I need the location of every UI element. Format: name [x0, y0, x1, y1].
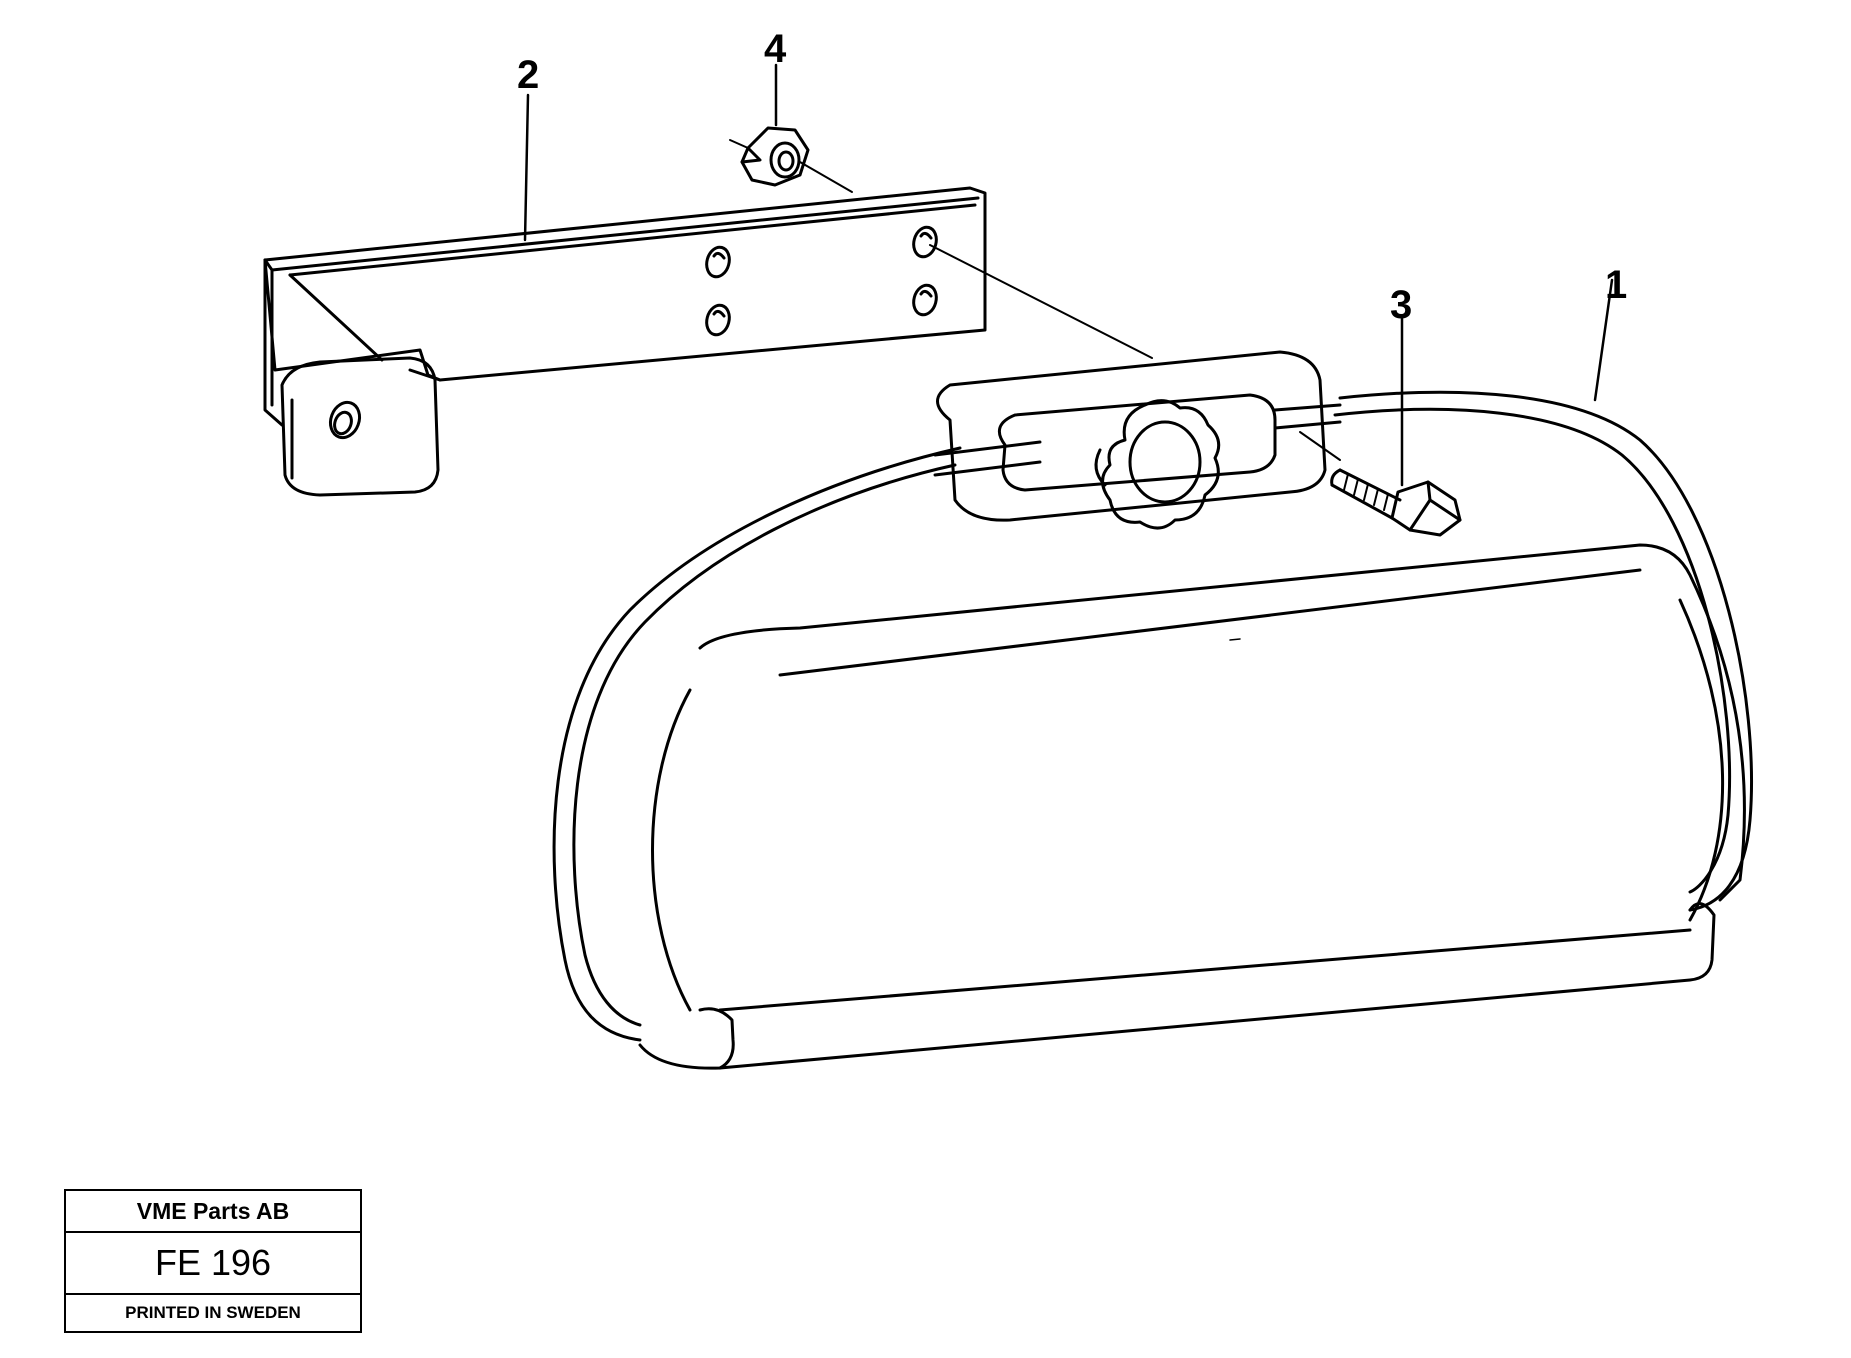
assembly-lines: [799, 161, 1341, 461]
nut-part-4: [729, 126, 810, 187]
callout-1: 1: [1605, 263, 1627, 307]
callout-2: 2: [517, 53, 539, 97]
callout-4: 4: [764, 27, 787, 71]
bracket-part-2: [263, 186, 987, 497]
drawing-code: FE 196: [66, 1233, 360, 1295]
company-name: VME Parts AB: [66, 1191, 360, 1233]
callout-leaders: [523, 63, 1614, 487]
bolt-part-3: [1330, 468, 1462, 537]
callout-3: 3: [1390, 283, 1412, 327]
mirror-part-1: [552, 350, 1754, 1070]
printed-note: PRINTED IN SWEDEN: [125, 1303, 301, 1322]
title-block: VME Parts AB FE 196 PRINTED IN SWEDEN: [64, 1189, 362, 1333]
